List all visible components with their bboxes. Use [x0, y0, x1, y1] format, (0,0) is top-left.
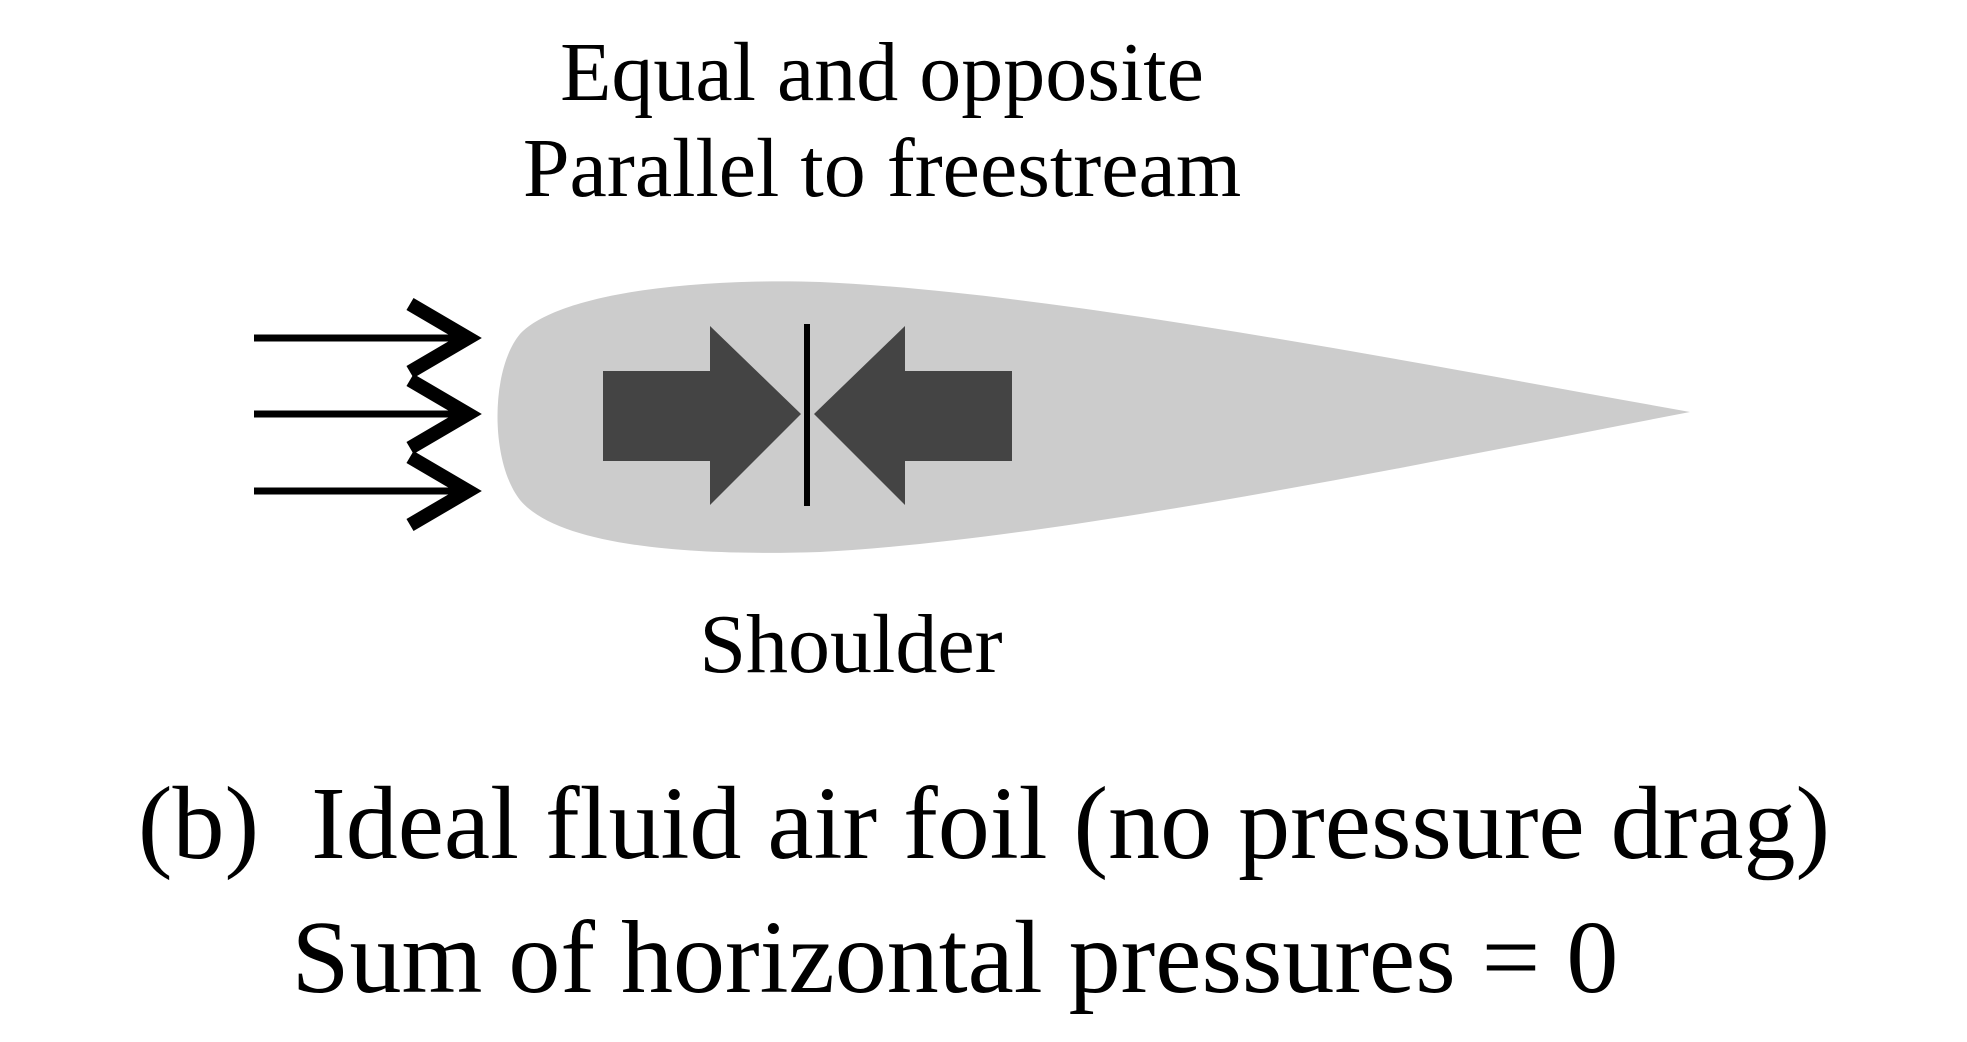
pressure-arrow-right: [814, 326, 1012, 505]
freestream-arrow-bottom: [254, 450, 482, 532]
caption-line-2: Sum of horizontal pressures = 0: [292, 900, 1619, 1015]
pressure-arrow-left: [603, 326, 801, 505]
shoulder-label: Shoulder: [699, 598, 1002, 691]
freestream-arrow-top: [254, 297, 482, 379]
caption-line-1: (b) Ideal fluid air foil (no pressure dr…: [138, 766, 1830, 881]
freestream-arrow-middle: [254, 373, 482, 455]
annotation-line-2: Parallel to freestream: [523, 122, 1241, 215]
annotation-line-1: Equal and opposite: [560, 26, 1204, 119]
airfoil-shape: [497, 281, 1690, 553]
freestream-arrows: [254, 297, 482, 532]
